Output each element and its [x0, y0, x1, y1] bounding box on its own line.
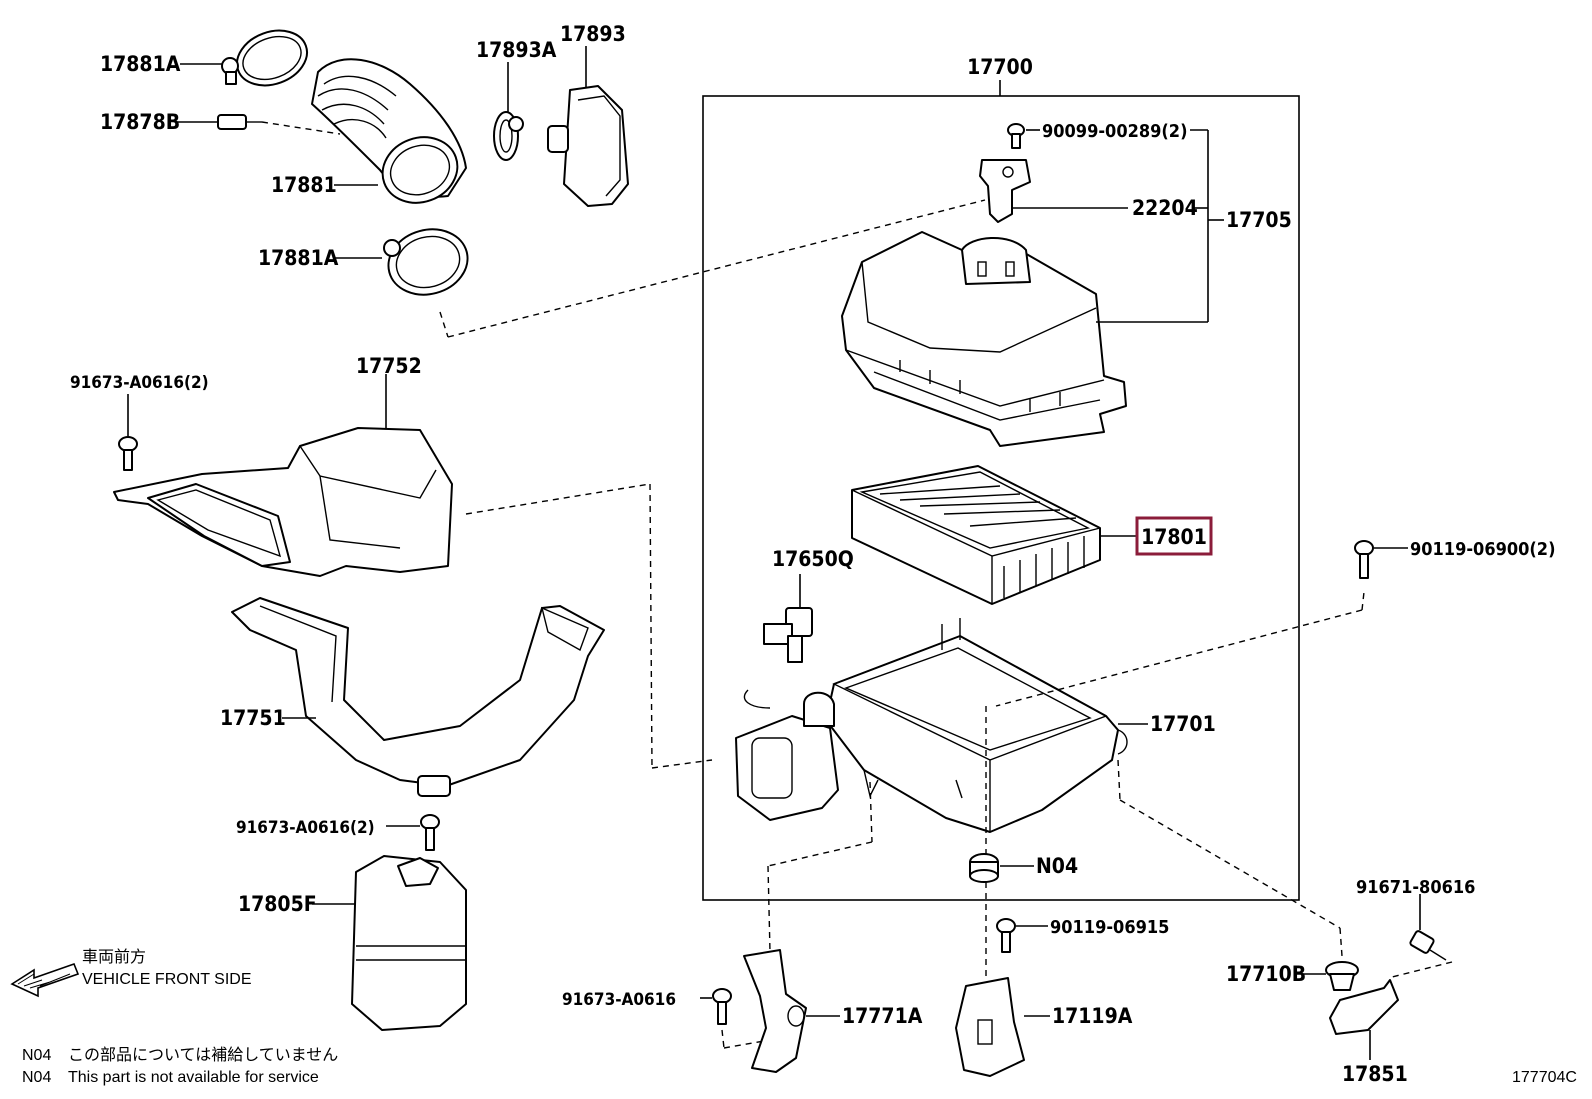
label-17710B[interactable]: 17710B	[1226, 962, 1306, 986]
intake-hose-17881[interactable]	[311, 58, 467, 213]
bracket-17771A[interactable]	[743, 949, 807, 1073]
label-91671-80616[interactable]: 91671-80616	[1356, 877, 1475, 898]
note-code-2: N04	[22, 1069, 51, 1086]
label-17119A[interactable]: 17119A	[1052, 1004, 1133, 1028]
label-17771A[interactable]: 17771A	[842, 1004, 923, 1028]
label-91673-A0616-mid[interactable]: 91673-A0616(2)	[236, 818, 375, 838]
screw-90119-06900[interactable]	[1354, 540, 1374, 579]
label-17650Q[interactable]: 17650Q	[772, 547, 854, 571]
label-22204[interactable]: 22204	[1132, 196, 1198, 220]
label-17878B[interactable]: 17878B	[100, 110, 180, 134]
label-17893A[interactable]: 17893A	[476, 38, 557, 62]
note-code-1: N04	[22, 1047, 51, 1064]
bolt-17878B[interactable]	[217, 114, 262, 130]
cap-sub-assembly[interactable]	[841, 231, 1127, 447]
sensor-17650Q[interactable]	[763, 607, 813, 663]
intake-duct-17752[interactable]	[113, 427, 453, 577]
label-17805F[interactable]: 17805F	[238, 892, 317, 916]
label-17881A-top[interactable]: 17881A	[100, 52, 181, 76]
label-17893[interactable]: 17893	[560, 22, 626, 46]
label-90119-06900[interactable]: 90119-06900(2)	[1410, 539, 1555, 560]
label-17881A-bottom[interactable]: 17881A	[258, 246, 339, 270]
screw-90119-06915[interactable]	[996, 918, 1016, 953]
label-17705[interactable]: 17705	[1226, 208, 1292, 232]
cushion-17710B[interactable]	[1325, 961, 1359, 991]
label-17751[interactable]: 17751	[220, 706, 286, 730]
resonator-17893[interactable]	[547, 85, 629, 207]
clamp-17893A[interactable]	[493, 111, 524, 161]
inlet-duct-17751[interactable]	[231, 597, 605, 797]
screw-91673-A0616-mid[interactable]	[420, 814, 440, 851]
label-91673-A0616-top[interactable]: 91673-A0616(2)	[70, 373, 209, 393]
bracket-17119A[interactable]	[955, 977, 1025, 1077]
resonator-box-17805F[interactable]	[351, 855, 467, 1031]
sensor-22204[interactable]	[979, 159, 1031, 223]
clamp-17881A-top[interactable]	[221, 21, 315, 94]
screw-91673-A0616-low[interactable]	[712, 988, 732, 1025]
clamp-17881A-bottom[interactable]	[381, 221, 475, 304]
label-17881[interactable]: 17881	[271, 173, 337, 197]
label-90119-06915[interactable]: 90119-06915	[1050, 917, 1169, 938]
screw-91673-A0616-top[interactable]	[118, 436, 138, 471]
label-N04[interactable]: N04	[1036, 854, 1078, 878]
assembly-box	[702, 95, 1300, 901]
vehicle-front-arrow-icon	[10, 962, 80, 998]
label-90099-00289[interactable]: 90099-00289(2)	[1042, 121, 1187, 142]
grommet-N04[interactable]	[969, 853, 999, 883]
bracket-17851[interactable]	[1329, 979, 1399, 1035]
note-text-1: この部品については補給していません	[68, 1046, 338, 1064]
label-17752[interactable]: 17752	[356, 354, 422, 378]
label-17700[interactable]: 17700	[967, 55, 1033, 79]
highlight-box-17801	[1135, 516, 1213, 556]
label-17801[interactable]: 17801	[1141, 525, 1207, 549]
filter-element-17801[interactable]	[851, 465, 1101, 605]
label-17701[interactable]: 17701	[1150, 712, 1216, 736]
figure-id: 177704C	[1512, 1069, 1577, 1086]
front-label-jp: 車両前方	[82, 948, 146, 966]
screw-90099-00289[interactable]	[1007, 123, 1025, 149]
bolt-91671-80616[interactable]	[1409, 930, 1447, 961]
note-text-2: This part is not available for service	[68, 1069, 319, 1086]
air-cleaner-case-17701[interactable]	[735, 618, 1128, 833]
front-label-en: VEHICLE FRONT SIDE	[82, 971, 252, 988]
label-17851[interactable]: 17851	[1342, 1062, 1408, 1086]
label-91673-A0616-low[interactable]: 91673-A0616	[562, 990, 676, 1010]
